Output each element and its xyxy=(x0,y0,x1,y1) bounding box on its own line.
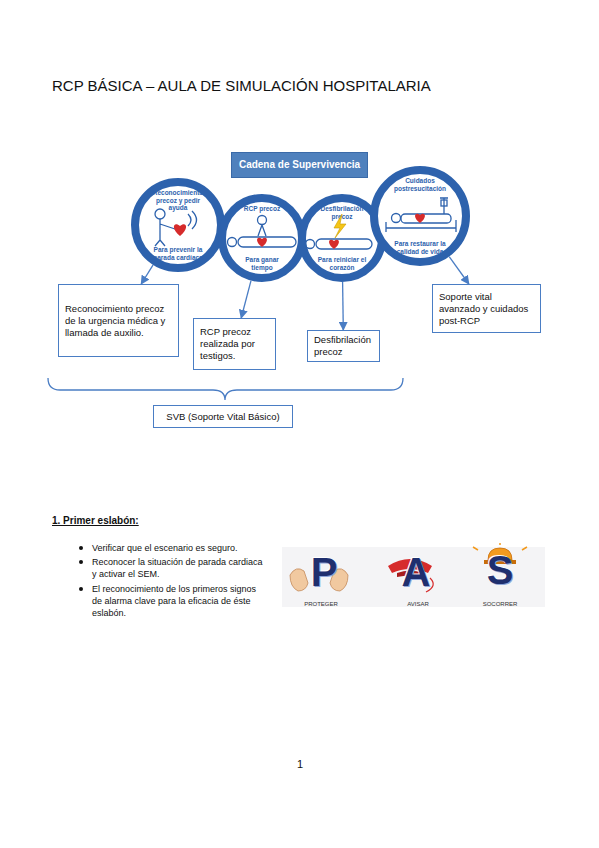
node-text: RCP precoz realizada por testigos. xyxy=(200,326,269,362)
chain-link-circle: Cuidados postresucitaciónPara restaurar … xyxy=(370,166,470,266)
siren-icon xyxy=(473,543,527,550)
connector-arrow xyxy=(241,281,251,318)
group-box: SVB (Soporte Vital Básico) xyxy=(153,405,293,428)
node-text: Soporte vital avanzado y cuidados post-R… xyxy=(439,291,534,327)
link-motto: Para restaurar la calidad de vida xyxy=(391,240,448,255)
link-heading: Desfibrilación precoz xyxy=(318,205,367,220)
connector-arrow xyxy=(141,265,153,284)
pas-caption: PROTEGER xyxy=(296,600,346,608)
process-box: Desfibrilación precoz xyxy=(307,330,380,362)
link-motto: Para prevenir la parada cardíaca xyxy=(151,246,204,261)
node-text: Cadena de Supervivencia xyxy=(239,159,360,171)
bullet-dot xyxy=(79,587,83,591)
bullet-text: Reconocer la situación de parada cardiac… xyxy=(92,556,268,580)
pas-background xyxy=(282,547,545,607)
hands-icon xyxy=(290,569,308,591)
link-heading: RCP precoz xyxy=(238,205,287,213)
pas-background xyxy=(282,547,545,607)
link-heading: Cuidados postresucitación xyxy=(391,177,448,192)
bullet-dot xyxy=(79,546,83,550)
svb-bracket xyxy=(48,378,403,400)
svb-bracket xyxy=(48,378,403,400)
page-title: RCP BÁSICA – AULA DE SIMULACIÓN HOSPITAL… xyxy=(52,77,552,95)
node-text: SVB (Soporte Vital Básico) xyxy=(166,411,279,423)
pas-caption: AVISAR xyxy=(396,600,440,608)
pas-letter: P xyxy=(304,552,344,592)
bullet-text: Verificar que el escenario es seguro. xyxy=(92,542,274,554)
link-heading: Reconocimiento precoz y pedir ayuda xyxy=(151,189,204,212)
node-text: Desfibrilación precoz xyxy=(314,334,373,358)
link-motto: Para ganar tiempo xyxy=(238,256,287,271)
title-box: Cadena de Supervivencia xyxy=(231,152,368,178)
section-heading: 1. Primer eslabón: xyxy=(52,514,252,527)
pas-letter: S xyxy=(480,550,520,590)
process-box: Reconocimiento precoz de la urgencia méd… xyxy=(58,284,179,357)
link-motto: Para reiniciar el corazón xyxy=(318,256,367,271)
chain-link-circle: Reconocimiento precoz y pedir ayudaPara … xyxy=(131,178,225,272)
chain-link-circle: RCP precozPara ganar tiempo xyxy=(218,194,306,282)
process-box: Soporte vital avanzado y cuidados post-R… xyxy=(432,284,541,333)
connector-arrow xyxy=(449,257,469,284)
page-number: 1 xyxy=(290,757,310,771)
bullet-dot xyxy=(79,560,83,564)
pas-caption: SOCORRER xyxy=(475,600,525,608)
node-text: Reconocimiento precoz de la urgencia méd… xyxy=(65,303,172,339)
pas-letter: A xyxy=(396,552,436,592)
process-box: RCP precoz realizada por testigos. xyxy=(193,318,276,370)
bullet-text: El reconocimiento de los primeros signos… xyxy=(92,583,268,619)
connector-arrow xyxy=(342,282,344,330)
